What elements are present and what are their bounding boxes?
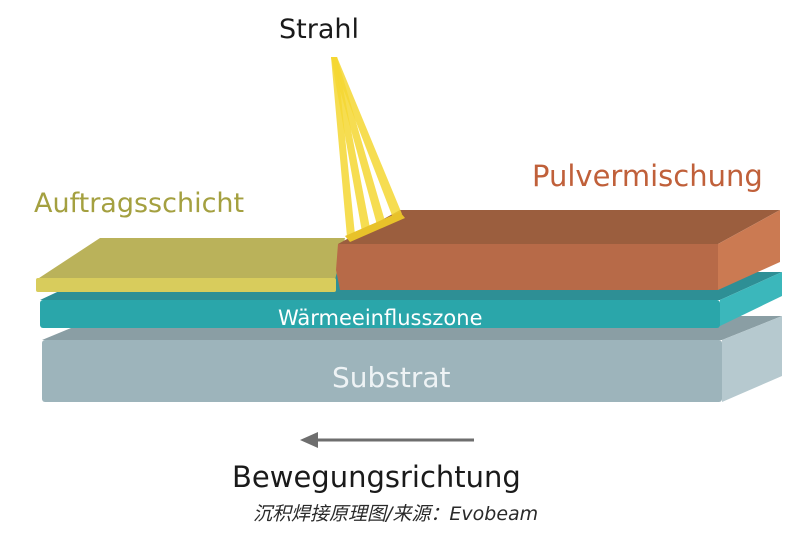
deposit-front-face — [36, 278, 336, 292]
deposit-layer-block — [36, 238, 345, 292]
figure-caption: 沉积焊接原理图/来源：Evobeam — [253, 503, 539, 525]
heat-zone-label: Wärmeeinflusszone — [278, 306, 483, 330]
beam-ray-1 — [331, 57, 355, 237]
powder-top-face — [338, 210, 780, 244]
beam-ray-3 — [331, 57, 385, 225]
powder-front-face — [336, 244, 718, 290]
powder-mix-label: Pulvermischung — [532, 159, 763, 193]
beam-label: Strahl — [279, 14, 359, 45]
substrate-side-face — [722, 316, 782, 402]
arrow-left-icon — [300, 432, 474, 448]
heat-zone-side-face — [720, 272, 782, 326]
powder-side-face — [718, 210, 780, 290]
beam-ray-4 — [331, 57, 402, 218]
deposit-layer-label: Auftragsschicht — [34, 188, 245, 219]
direction-label: Bewegungsrichtung — [232, 460, 521, 494]
heat-zone-front-face — [40, 300, 720, 328]
deposit-top-face — [36, 238, 345, 280]
substrate-label: Substrat — [332, 361, 451, 394]
substrate-front-face — [42, 340, 722, 402]
beam-spot — [345, 212, 405, 242]
beam-group — [331, 57, 405, 242]
beam-ray-2 — [331, 57, 370, 232]
powder-mix-block — [336, 210, 780, 290]
